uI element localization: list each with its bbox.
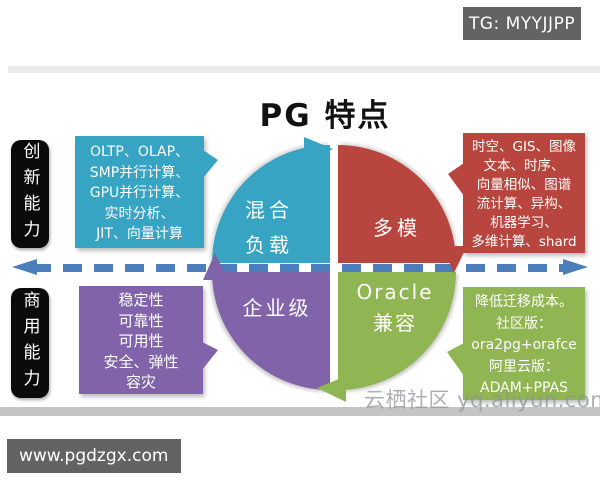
callout-line: SMP并行计算、	[89, 164, 190, 181]
callout-multi-model-pointer	[448, 163, 464, 196]
callout-multi-model: 时空、GIS、图像 文本、时序、 向量相似、图谱 流计算、异构、 机器学习、 多…	[463, 133, 585, 253]
bottom-divider	[0, 407, 600, 416]
label-line: 兼容	[373, 311, 417, 335]
site-badge: www.pgdzgx.com	[7, 439, 181, 473]
callout-line: 流计算、异构、	[476, 196, 572, 212]
callout-line: OLTP、OLAP、	[89, 144, 190, 160]
callout-line: 时空、GIS、图像	[471, 139, 576, 155]
quadrant-label-oracle-compat: Oracle 兼容	[338, 277, 452, 339]
callout-line: 安全、弹性	[103, 352, 179, 371]
top-divider	[8, 66, 600, 73]
tg-badge: TG: MYYJJPP	[463, 7, 581, 40]
axis-arrow-left-icon	[12, 259, 37, 275]
watermark: 云栖社区 yq.aliyun.com	[364, 388, 600, 412]
callout-line: 可靠性	[118, 311, 164, 330]
callout-oracle: 降低迁移成本。 社区版： ora2pg+orafce 阿里云版： ADAM+PP…	[463, 287, 585, 400]
callout-commercial-pointer	[202, 342, 218, 370]
label-line: 混合	[245, 198, 293, 222]
axis-label-innovation: 创新能力	[11, 140, 49, 248]
label-line: 负载	[245, 233, 293, 257]
callout-line: 阿里云版：	[489, 358, 559, 375]
quadrant-enterprise	[212, 272, 330, 390]
cycle-arrow-right-icon	[442, 246, 467, 273]
cycle-arrow-left-icon	[203, 253, 228, 280]
callout-line: 文本、时序、	[483, 158, 565, 174]
axis-label-commercial: 商用能力	[11, 288, 49, 398]
callout-line: JIT、向量计算	[96, 226, 183, 242]
quadrant-label-mixed-workload: 混合 负载	[214, 193, 324, 263]
callout-line: 稳定性	[118, 291, 164, 309]
cycle-arrow-bottom-icon	[317, 376, 346, 402]
callout-line: 实时分析、	[104, 205, 175, 222]
quadrant-multi-model	[338, 145, 456, 263]
callout-line: GPU并行计算、	[89, 185, 190, 201]
capability-axis	[12, 259, 588, 276]
quadrant-label-enterprise: 企业级	[242, 296, 312, 320]
callout-line: ADAM+PPAS	[480, 380, 568, 396]
callout-line: 可用性	[118, 332, 164, 350]
callout-line: 容灾	[125, 373, 156, 391]
cycle-arrow-top-icon	[304, 137, 333, 163]
axis-dashed-line	[32, 264, 568, 272]
callout-commercial: 稳定性 可靠性 可用性 安全、弹性 容灾	[79, 286, 203, 394]
callout-line: 向量相似、图谱	[476, 177, 572, 193]
axis-arrow-right-icon	[563, 259, 588, 275]
callout-innovation: OLTP、OLAP、 SMP并行计算、 GPU并行计算、 实时分析、 JIT、向…	[75, 136, 204, 248]
callout-line: 机器学习、	[490, 215, 558, 231]
callout-line: ora2pg+orafce	[471, 337, 577, 353]
callout-innovation-pointer	[203, 150, 218, 178]
callout-line: 多维计算、shard	[471, 234, 577, 250]
callout-line: 降低迁移成本。	[475, 294, 573, 310]
callout-oracle-pointer	[447, 343, 464, 376]
callout-line: 社区版：	[496, 315, 552, 332]
quadrant-label-multi-model: 多模	[373, 216, 421, 240]
label-line: Oracle	[356, 280, 434, 304]
page-title: PG 特点	[259, 98, 391, 134]
